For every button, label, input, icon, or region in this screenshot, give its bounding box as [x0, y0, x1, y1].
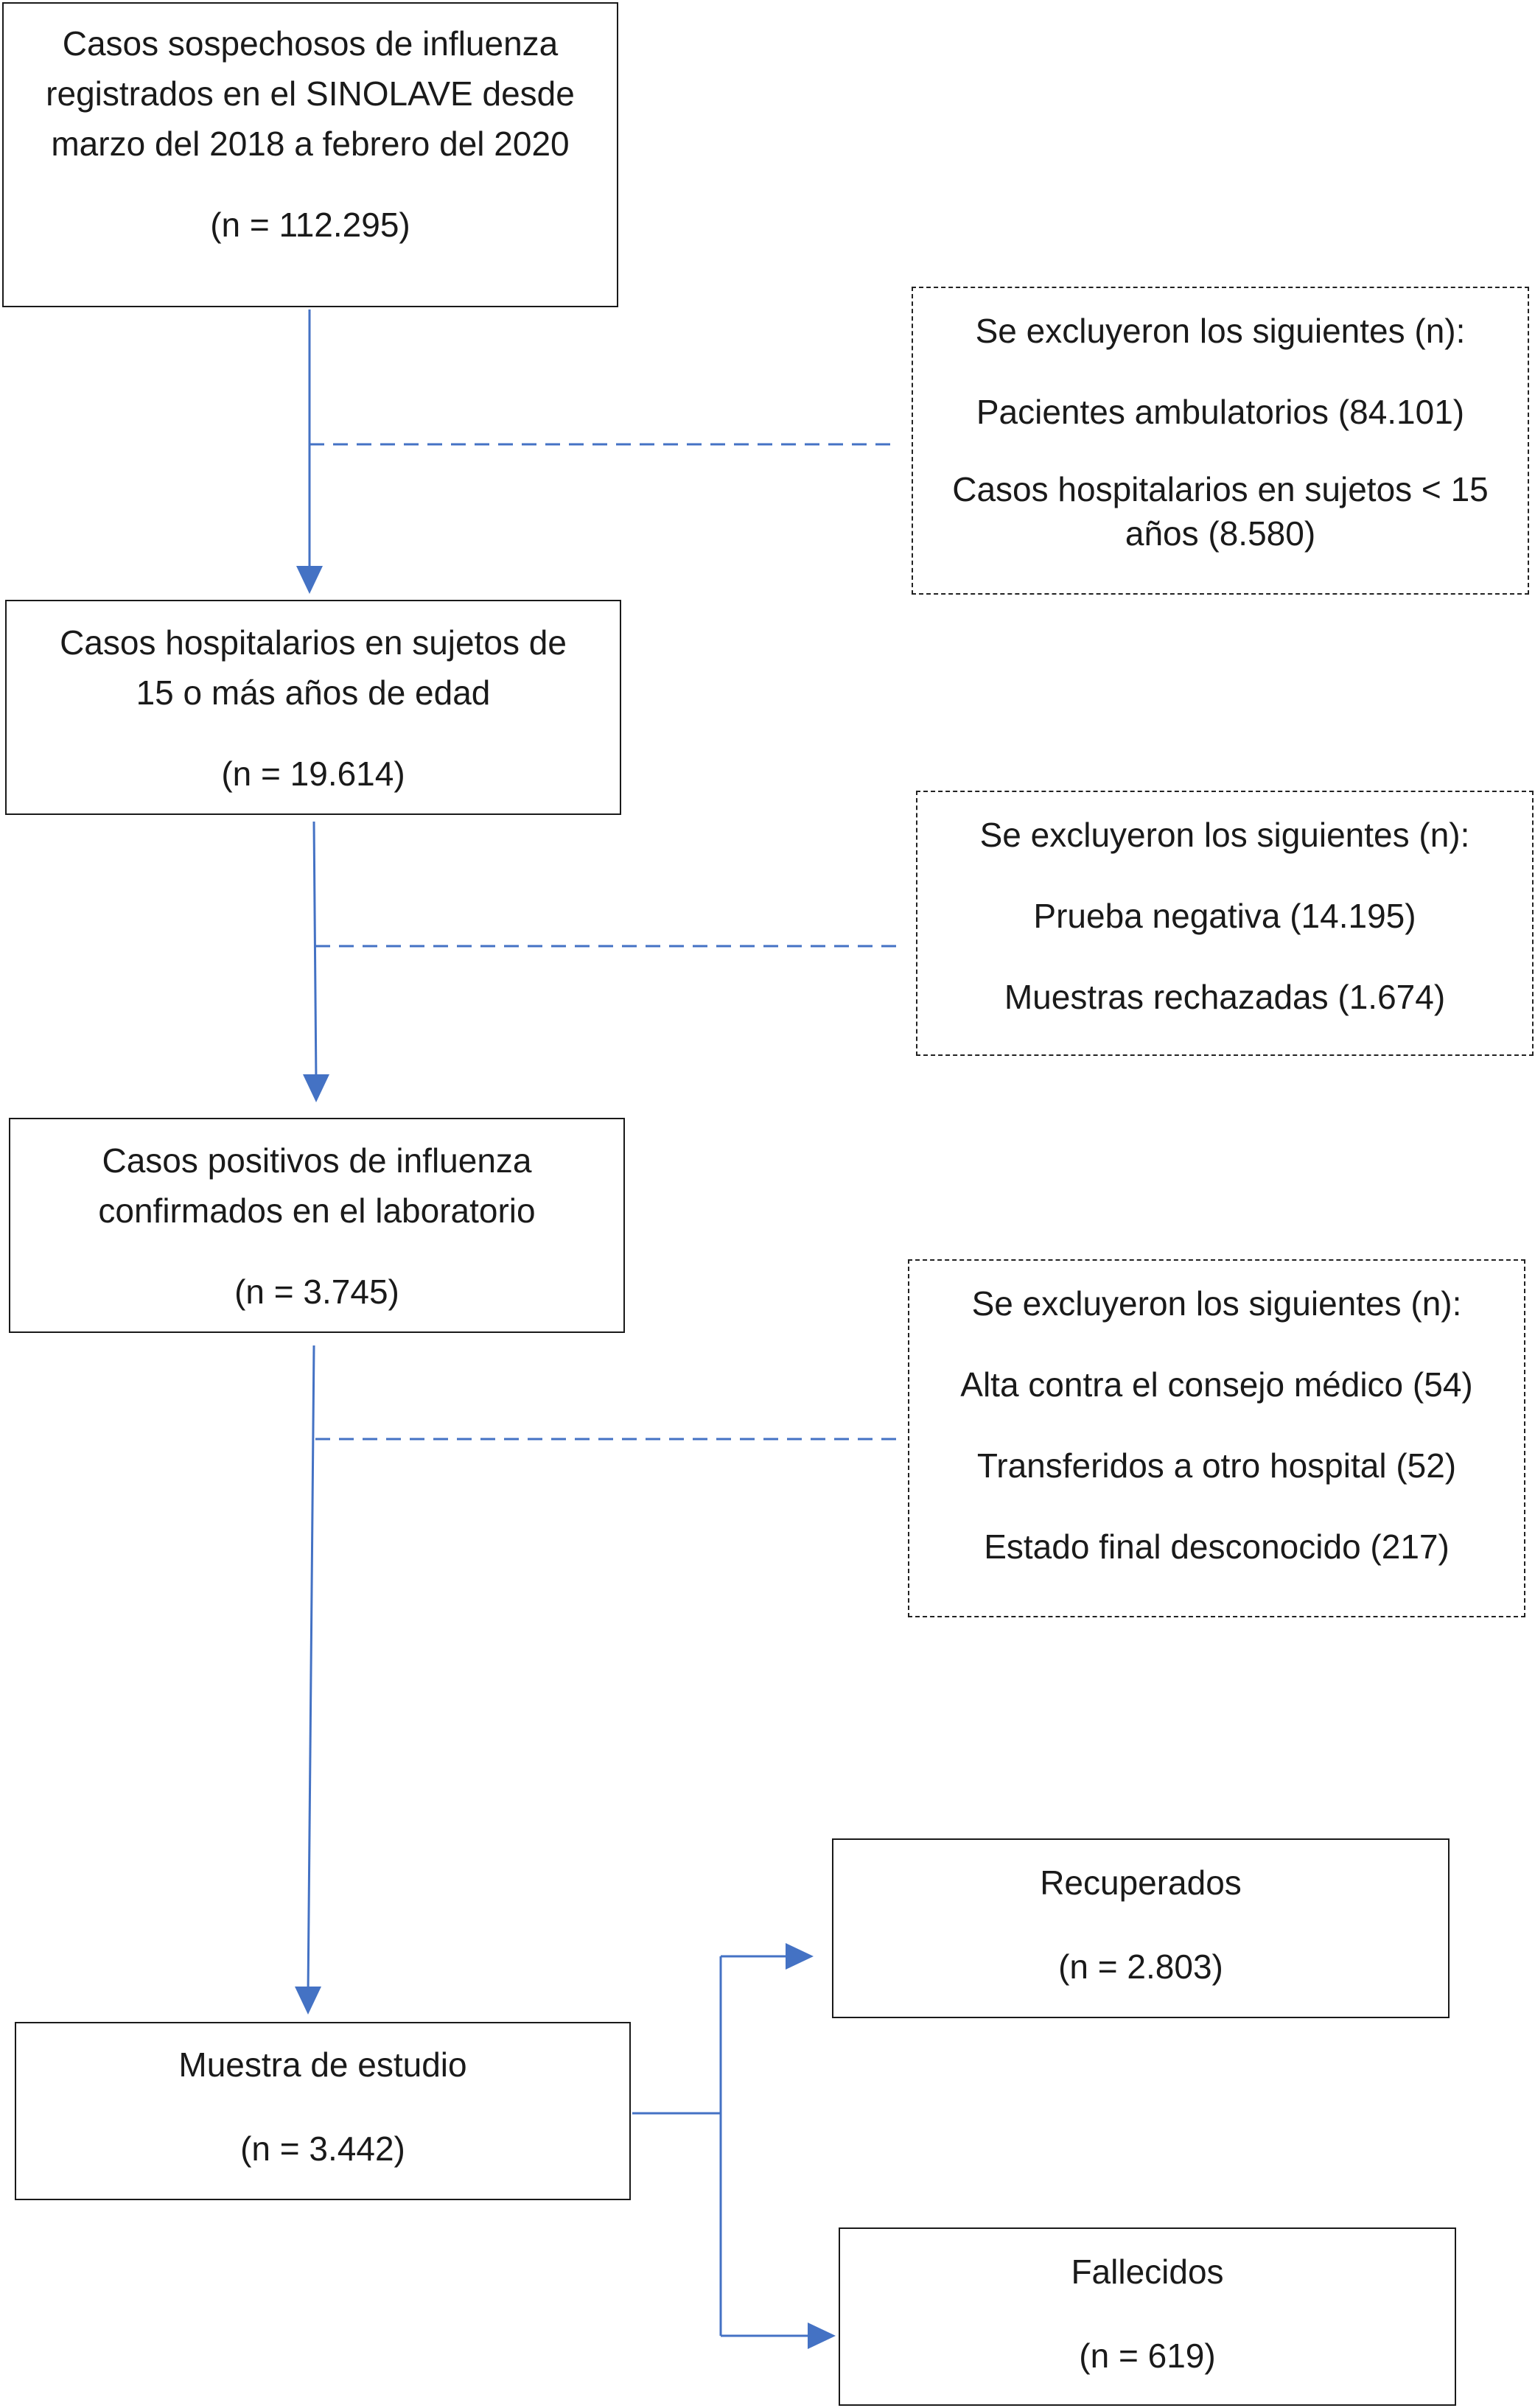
outcome-box-recuperados: Recuperados (n = 2.803): [832, 1838, 1450, 2018]
exclusion-box-1-item-2b: años (8.580): [1125, 514, 1316, 553]
main-box-4-count: (n = 3.442): [240, 2129, 405, 2169]
main-box-1-count: (n = 112.295): [210, 206, 410, 245]
main-box-2-count: (n = 19.614): [221, 755, 405, 794]
exclusion-box-1: Se excluyeron los siguientes (n): Pacien…: [912, 287, 1529, 595]
outcome-fallecidos-count: (n = 619): [1079, 2337, 1216, 2376]
main-box-lab-confirmed: Casos positivos de influenza confirmados…: [9, 1118, 625, 1333]
outcome-recuperados-label: Recuperados: [1040, 1863, 1242, 1902]
arrowhead-3: [295, 1987, 321, 2015]
main-box-hospitalized-15-plus: Casos hospitalarios en sujetos de 15 o m…: [5, 600, 621, 815]
outcome-fallecidos-label: Fallecidos: [1071, 2253, 1224, 2291]
main-box-3-line-2: confirmados en el laboratorio: [98, 1191, 536, 1231]
exclusion-box-2-heading: Se excluyeron los siguientes (n):: [979, 816, 1470, 854]
main-box-3-line-1: Casos positivos de influenza: [102, 1141, 532, 1180]
arrow-3-to-4: [307, 1345, 315, 1996]
main-box-4-line-1: Muestra de estudio: [178, 2045, 467, 2084]
arrowhead-fallecidos: [808, 2323, 836, 2349]
arrowhead-1: [296, 566, 323, 594]
outcome-recuperados-count: (n = 2.803): [1058, 1947, 1223, 1987]
exclusion-box-3: Se excluyeron los siguientes (n): Alta c…: [908, 1259, 1525, 1617]
arrowhead-2: [303, 1074, 329, 1102]
main-box-1-line-3: marzo del 2018 a febrero del 2020: [51, 125, 570, 164]
main-box-1-line-2: registrados en el SINOLAVE desde: [46, 74, 575, 113]
exclusion-box-3-item-2: Transferidos a otro hospital (52): [976, 1446, 1457, 1485]
exclusion-box-3-item-3: Estado final desconocido (217): [984, 1527, 1450, 1567]
main-box-study-sample: Muestra de estudio (n = 3.442): [15, 2022, 631, 2200]
main-box-2-line-1: Casos hospitalarios en sujetos de: [60, 623, 567, 662]
exclusion-box-2-item-2: Muestras rechazadas (1.674): [1004, 978, 1446, 1017]
exclusion-box-2-item-1: Prueba negativa (14.195): [1033, 897, 1416, 936]
main-box-2-line-2: 15 o más años de edad: [136, 673, 491, 713]
main-box-suspected-cases: Casos sospechosos de influenza registrad…: [2, 2, 618, 307]
exclusion-box-3-heading: Se excluyeron los siguientes (n):: [971, 1284, 1462, 1323]
main-box-1-line-1: Casos sospechosos de influenza: [62, 24, 559, 63]
arrow-2-to-3: [312, 821, 318, 1084]
exclusion-box-3-item-1: Alta contra el consejo médico (54): [960, 1365, 1473, 1404]
exclusion-box-1-item-1: Pacientes ambulatorios (84.101): [976, 393, 1465, 432]
exclusion-box-1-heading: Se excluyeron los siguientes (n):: [975, 312, 1466, 350]
exclusion-box-1-item-2a: Casos hospitalarios en sujetos < 15: [952, 470, 1489, 509]
exclusion-box-2: Se excluyeron los siguientes (n): Prueba…: [916, 791, 1534, 1056]
outcome-box-fallecidos: Fallecidos (n = 619): [839, 2227, 1456, 2406]
main-box-3-count: (n = 3.745): [234, 1273, 399, 1312]
arrowhead-recuperados: [786, 1943, 814, 1970]
